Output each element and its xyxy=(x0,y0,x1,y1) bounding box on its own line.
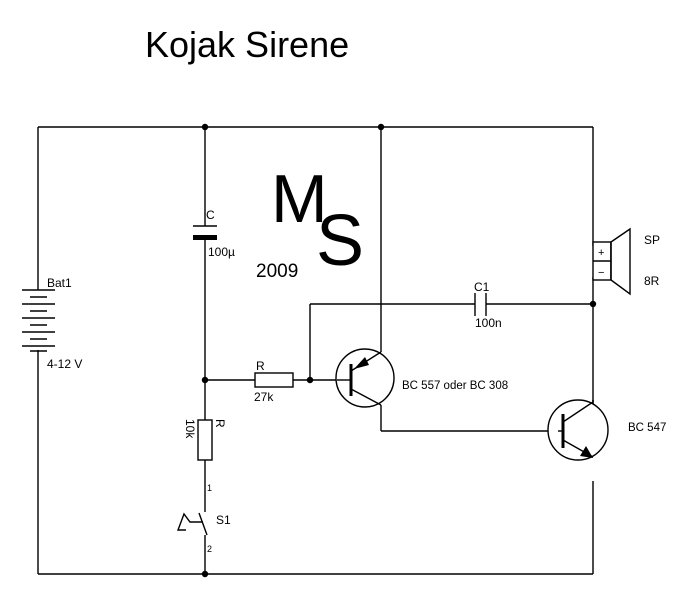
transistor-pnp-name: BC 557 oder BC 308 xyxy=(402,380,508,392)
battery-value: 4-12 V xyxy=(47,357,82,371)
junction-dot xyxy=(306,376,314,384)
junction-dot xyxy=(201,376,209,384)
logo-m: M xyxy=(271,161,328,237)
switch-s1-symbol xyxy=(176,504,208,544)
junction-dot xyxy=(377,123,385,131)
capacitor-c1-symbol xyxy=(474,293,487,316)
speaker-name: SP xyxy=(644,233,660,247)
speaker-minus: − xyxy=(598,267,604,279)
schematic-title: Kojak Sirene xyxy=(145,24,349,65)
junction-dot xyxy=(201,570,209,578)
switch-name: S1 xyxy=(216,513,231,527)
speaker-symbol xyxy=(592,227,631,296)
battery-name: Bat1 xyxy=(47,276,72,290)
resistor-r-horizontal-symbol xyxy=(254,372,294,388)
capacitor-c1-name: C1 xyxy=(474,280,490,294)
resistor-r-horizontal-value: 27k xyxy=(254,390,274,404)
resistor-r-horizontal-name: R xyxy=(256,359,265,373)
junction-dot xyxy=(589,300,597,308)
capacitor-c1-value: 100n xyxy=(475,316,502,330)
transistor-npn-symbol xyxy=(547,399,609,461)
wires xyxy=(37,126,594,575)
speaker-value: 8R xyxy=(644,274,660,288)
capacitor-c-symbol xyxy=(193,225,217,240)
junctions xyxy=(201,123,597,578)
resistor-r-vertical-value: 10k xyxy=(183,419,197,439)
capacitor-c-name: C xyxy=(206,208,215,222)
switch-pin1: 1 xyxy=(207,483,212,493)
logo-year: 2009 xyxy=(256,261,298,282)
junction-dot xyxy=(201,123,209,131)
resistor-r-vertical-name: R xyxy=(213,419,227,428)
capacitor-c-value: 100µ xyxy=(208,245,235,259)
switch-pin2: 2 xyxy=(207,544,212,554)
speaker-plus: + xyxy=(598,247,604,259)
battery-symbol xyxy=(22,289,55,352)
ms-logo: MS M S 2009 xyxy=(256,161,364,282)
logo-s: S xyxy=(316,201,364,281)
transistor-pnp-symbol xyxy=(335,348,395,408)
transistor-npn-name: BC 547 xyxy=(628,422,666,434)
resistor-r-vertical-symbol xyxy=(197,419,213,461)
